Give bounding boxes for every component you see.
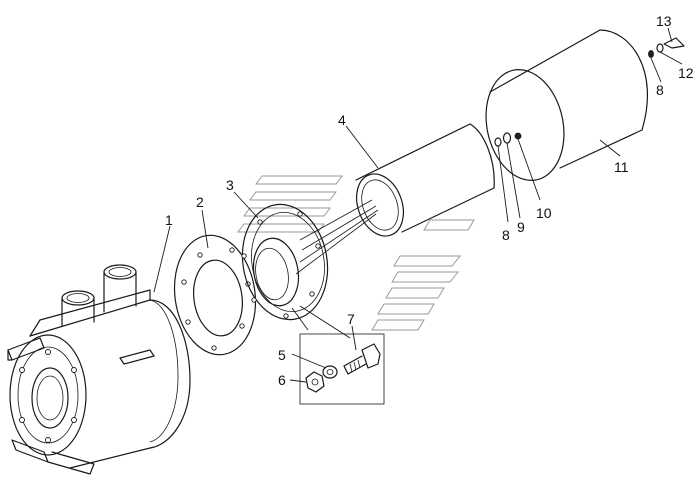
callout-5: 5 [278, 347, 286, 363]
callout-3: 3 [226, 177, 234, 193]
parts-5-6-7-bolt-kit [299, 333, 385, 405]
callout-13: 13 [656, 13, 672, 29]
callout-1: 1 [165, 212, 173, 228]
callout-12: 12 [678, 65, 694, 81]
part-4-filter-element [355, 123, 495, 237]
part-8-9-10-hardware [494, 132, 512, 147]
part-12-13-wing-nut [648, 37, 685, 58]
part-11-cover [485, 29, 648, 181]
watermark [237, 175, 475, 331]
leader-lines [153, 27, 683, 383]
callout-labels: 1 2 3 4 5 6 7 8 8 9 10 11 12 13 [165, 13, 694, 388]
callout-2: 2 [196, 194, 204, 210]
callout-8-lower: 8 [502, 227, 510, 243]
part-3-flange [241, 199, 379, 321]
callout-6: 6 [278, 372, 286, 388]
part-2-gasket [173, 234, 257, 356]
callout-9: 9 [517, 219, 525, 235]
callout-4: 4 [338, 112, 346, 128]
part-1-housing [7, 264, 191, 475]
callout-7: 7 [347, 311, 355, 327]
callout-10: 10 [536, 205, 552, 221]
callout-8-upper: 8 [656, 82, 664, 98]
callout-11: 11 [614, 159, 629, 175]
